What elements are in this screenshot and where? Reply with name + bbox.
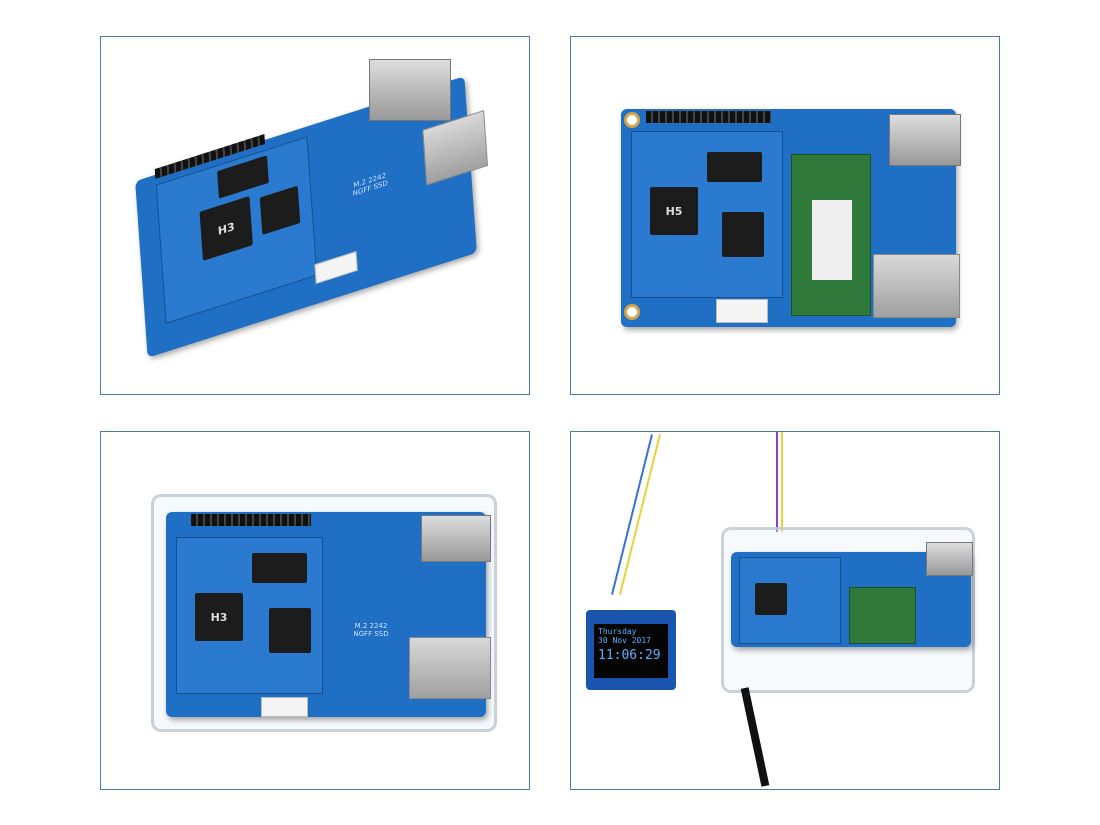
uart-connector	[716, 299, 768, 323]
memory-chip	[252, 553, 307, 583]
soc-chip: H3	[195, 593, 243, 641]
jumper-wires	[611, 434, 653, 595]
oled-time: 11:06:29	[598, 648, 661, 663]
soc-label: H5	[665, 204, 683, 218]
core-module: H5	[631, 131, 783, 298]
oled-screen: Thursday 30 Nov 2017 11:06:29	[594, 624, 668, 678]
uart-connector	[314, 251, 358, 285]
core-module: H3	[176, 537, 323, 694]
ssd-silk-line1: M.2 2242	[354, 622, 388, 630]
ethernet-port	[422, 110, 489, 186]
ssd-silkscreen: M.2 2242 NGFF SSD	[336, 622, 406, 638]
ssd-silkscreen: M.2 2242 NGFF SSD	[352, 171, 389, 198]
m2-ssd	[849, 587, 916, 644]
soc-label: H3	[217, 219, 236, 238]
ethernet-port	[409, 637, 491, 699]
jumper-wires	[619, 434, 661, 595]
ssd-label	[812, 200, 852, 280]
photo-panel-case-with-oled: Thursday 30 Nov 2017 11:06:29	[570, 431, 1000, 790]
mount-hole	[624, 304, 640, 320]
soc-chip: H3	[199, 195, 253, 261]
usb-port	[369, 59, 451, 121]
jumper-wires	[776, 432, 778, 532]
gpio-header	[646, 111, 771, 123]
photo-panel-top-with-ssd: H5	[570, 36, 1000, 395]
pcb-board: H3 M.2 2242 NGFF SSD	[166, 512, 491, 717]
oled-day: Thursday	[598, 627, 637, 636]
mount-hole	[624, 112, 640, 128]
emmc-chip	[259, 185, 301, 235]
gpio-header	[191, 514, 311, 526]
emmc-chip	[722, 212, 764, 257]
usb-port	[926, 542, 973, 576]
emmc-chip	[269, 608, 311, 653]
photo-panel-in-case: H3 M.2 2242 NGFF SSD	[100, 431, 530, 790]
jumper-wires	[781, 432, 783, 532]
photo-panel-angled-board: H3 M.2 2242 NGFF SSD	[100, 36, 530, 395]
memory-chip	[217, 155, 269, 199]
m2-ssd	[791, 154, 871, 316]
ssd-silk-line2: NGFF SSD	[353, 630, 389, 638]
uart-connector	[261, 697, 308, 717]
soc-label: H3	[210, 610, 228, 624]
core-module	[739, 557, 841, 644]
soc-chip	[755, 583, 787, 615]
memory-chip	[707, 152, 762, 182]
oled-display: Thursday 30 Nov 2017 11:06:29	[586, 610, 676, 690]
pcb-board: H5	[621, 109, 961, 327]
pcb-board	[731, 542, 973, 647]
usb-port	[421, 515, 491, 562]
oled-date: 30 Nov 2017	[598, 636, 651, 645]
ethernet-port	[873, 254, 960, 318]
soc-chip: H5	[650, 187, 698, 235]
usb-port	[889, 114, 961, 166]
micro-usb-cable	[740, 687, 770, 787]
